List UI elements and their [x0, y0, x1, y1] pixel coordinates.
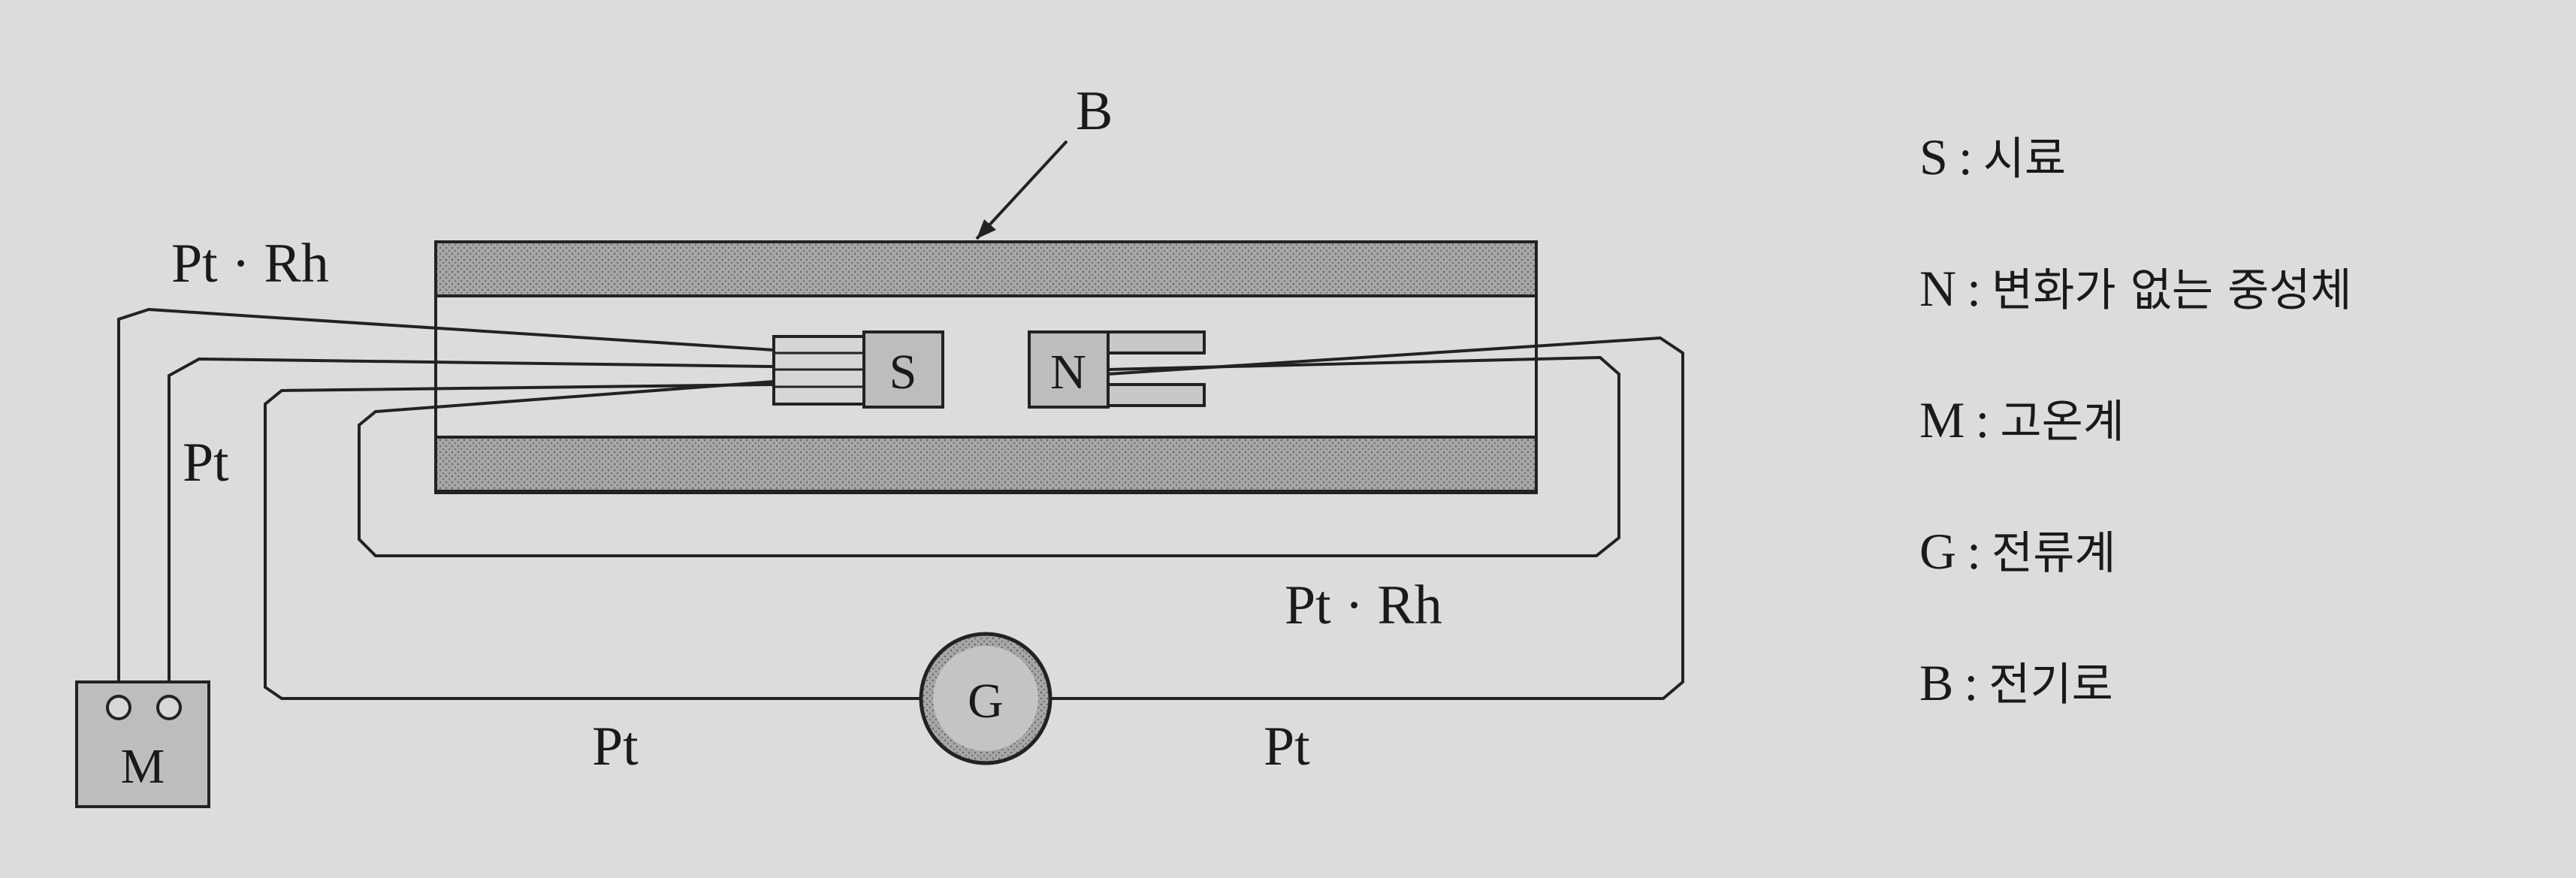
neutral-arm-bottom	[1107, 383, 1206, 407]
furnace-pointer-line	[975, 140, 1068, 240]
wire-pt-neutral-to-g	[1050, 336, 1684, 700]
thermometer: M	[75, 680, 210, 808]
legend: S:시료 N:변화가 없는 중성체 M:고온계 G:전류계 B:전기로	[1919, 131, 2352, 789]
dta-apparatus-diagram: B S N G	[75, 80, 1684, 808]
neutral-letter: N	[1050, 345, 1086, 400]
legend-key: S	[1919, 128, 1948, 186]
thermometer-terminal	[106, 695, 131, 720]
galvanometer-letter: G	[968, 674, 1004, 729]
legend-desc: 전기로	[1989, 659, 2113, 711]
legend-desc: 전류계	[1992, 527, 2116, 580]
wire-pt-sample	[168, 357, 775, 695]
legend-desc: 변화가 없는 중성체	[1992, 264, 2352, 317]
furnace	[434, 240, 1538, 494]
sample-box	[862, 330, 944, 409]
legend-key: N	[1919, 260, 1957, 317]
wire-label-pt-left: Pt	[183, 432, 229, 493]
legend-item-neutral: N:변화가 없는 중성체	[1919, 263, 2352, 394]
wire-pt-rh-differential	[358, 355, 1620, 557]
legend-sep: :	[1964, 654, 1979, 711]
neutral-box	[1028, 330, 1110, 409]
furnace-pointer-arrowhead	[977, 219, 996, 239]
sample-letter: S	[889, 345, 917, 400]
furnace-label: B	[1076, 80, 1113, 142]
thermometer-box	[75, 680, 210, 808]
legend-sep: :	[1975, 391, 1990, 448]
neutral-arm-top	[1107, 330, 1206, 355]
legend-item-furnace: B:전기로	[1919, 657, 2352, 789]
wire-label-pt-rh-bottom: Pt · Rh	[1285, 575, 1442, 636]
legend-sep: :	[1958, 128, 1973, 186]
galvanometer: G	[919, 632, 1052, 765]
legend-desc: 시료	[1983, 133, 2067, 186]
furnace-top-wall	[434, 240, 1538, 297]
wire-pt-sample-to-g	[264, 383, 921, 700]
wire-pt-rh-sample	[117, 307, 775, 695]
wire-label-pt-rh-top: Pt · Rh	[171, 233, 329, 294]
furnace-bottom-wall	[434, 436, 1538, 493]
wire-label-pt-bottom-left: Pt	[592, 716, 639, 777]
thermometer-letter: M	[121, 739, 165, 794]
legend-key: B	[1919, 654, 1954, 711]
legend-key: M	[1919, 391, 1965, 448]
legend-sep: :	[1967, 523, 1982, 580]
neutral-holder: N	[1028, 330, 1206, 409]
wire-label-pt-bottom-right: Pt	[1264, 716, 1310, 777]
legend-item-galvanometer: G:전류계	[1919, 526, 2352, 657]
legend-item-thermometer: M:고온계	[1919, 394, 2352, 526]
legend-sep: :	[1967, 260, 1982, 317]
thermometer-terminal	[156, 695, 182, 720]
legend-desc: 고온계	[2000, 396, 2125, 448]
legend-item-sample: S:시료	[1919, 131, 2352, 263]
galvanometer-face	[933, 646, 1038, 751]
sample-holder: S	[772, 330, 944, 409]
legend-key: G	[1919, 523, 1957, 580]
